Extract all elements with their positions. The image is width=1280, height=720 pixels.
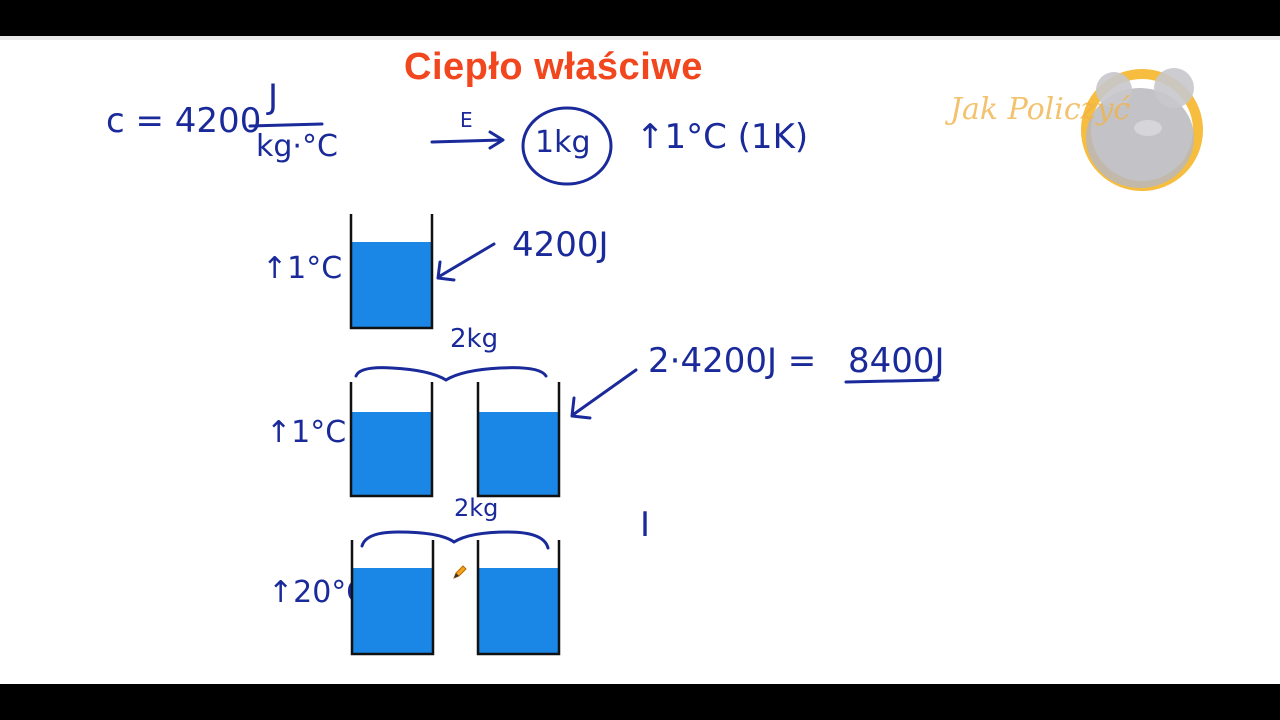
row3-group-label: 2kg bbox=[454, 494, 499, 522]
row3-brace bbox=[360, 530, 550, 550]
text-cursor-mark: I bbox=[640, 505, 651, 545]
mouse-mascot-icon bbox=[1081, 68, 1203, 191]
statement-rise: ↑1°C (1K) bbox=[636, 117, 809, 157]
formula-denominator: kg·°C bbox=[256, 129, 338, 164]
row1-energy: 4200J bbox=[512, 225, 609, 265]
row1-arrow-icon bbox=[436, 242, 496, 282]
whiteboard bbox=[0, 36, 1280, 684]
formula-numerator: J bbox=[268, 77, 279, 117]
fraction-bar bbox=[248, 122, 324, 128]
formula-lhs: c = 4200 bbox=[106, 101, 262, 141]
row2-arrow-icon bbox=[570, 368, 638, 420]
row1-temperature-rise: ↑1°C bbox=[262, 251, 343, 286]
row2-jar-right bbox=[476, 382, 561, 498]
row3-jar-right bbox=[476, 540, 561, 656]
row3-temperature-rise: ↑20°C bbox=[268, 575, 368, 610]
row1-beaker bbox=[349, 214, 434, 330]
row2-equation: 2·4200J = bbox=[648, 341, 817, 381]
row3-jar-left bbox=[350, 540, 435, 656]
result-underline bbox=[844, 378, 940, 384]
energy-arrow-label: E bbox=[460, 108, 473, 132]
pen-cursor-icon bbox=[453, 565, 467, 579]
row2-brace bbox=[354, 366, 548, 382]
statement-mass: 1kg bbox=[535, 125, 591, 160]
mass-circle bbox=[521, 106, 613, 186]
logo-text: Jak Policzyć bbox=[950, 92, 1131, 127]
row1-jar bbox=[349, 214, 434, 330]
row2-group-label: 2kg bbox=[450, 324, 499, 354]
row1-water bbox=[351, 242, 432, 328]
row2-jar-left bbox=[349, 382, 434, 498]
row2-result: 8400J bbox=[848, 341, 945, 381]
page-title: Ciepło właściwe bbox=[404, 46, 703, 88]
row2-temperature-rise: ↑1°C bbox=[266, 415, 347, 450]
energy-arrow-icon bbox=[430, 130, 505, 150]
whiteboard-top-edge bbox=[0, 36, 1280, 40]
